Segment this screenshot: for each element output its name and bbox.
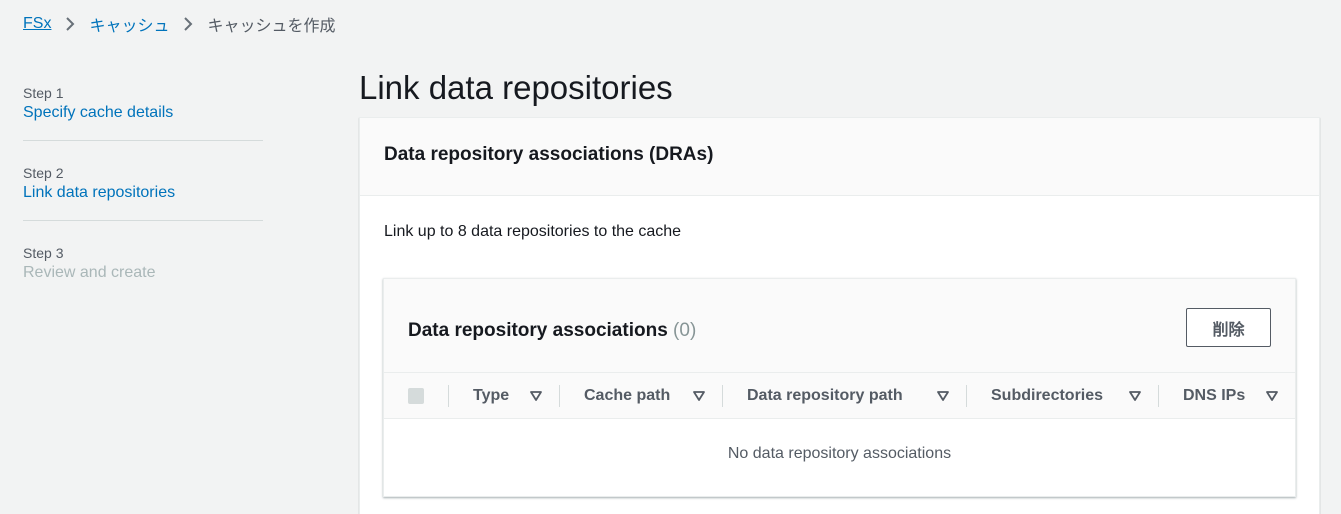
sort-caret-down-icon[interactable]: [937, 390, 949, 402]
column-label: Cache path: [584, 387, 671, 404]
chevron-right-icon: [183, 16, 193, 32]
container-header: Data repository associations (DRAs): [360, 118, 1319, 196]
column-header-data-repository-path[interactable]: Data repository path: [747, 373, 903, 419]
table-count: (0): [673, 320, 697, 341]
container-title: Data repository associations (DRAs): [384, 144, 714, 165]
dra-table: Data repository associations (0) 削除 Type…: [383, 278, 1296, 497]
table-title: Data repository associations (0): [408, 320, 696, 342]
table-title-text: Data repository associations: [408, 320, 668, 341]
column-label: DNS IPs: [1183, 387, 1246, 404]
breadcrumb: FSx キャッシュ キャッシュを作成: [23, 12, 335, 36]
select-all-checkbox[interactable]: [408, 388, 424, 404]
column-divider: [448, 385, 449, 407]
delete-button[interactable]: 削除: [1186, 308, 1271, 347]
breadcrumb-fsx-link[interactable]: FSx: [23, 15, 52, 32]
step-3-label: Review and create: [23, 264, 156, 281]
wizard-step-2: Step 2 Link data repositories: [23, 164, 263, 221]
table-column-headers: Type Cache path Data repository path Sub…: [384, 372, 1295, 419]
chevron-right-icon: [65, 16, 75, 32]
sort-caret-down-icon[interactable]: [530, 390, 542, 402]
step-number: Step 1: [23, 85, 64, 101]
column-label: Data repository path: [747, 387, 903, 404]
sort-caret-down-icon[interactable]: [1129, 390, 1141, 402]
sort-caret-down-icon[interactable]: [1266, 390, 1278, 402]
breadcrumb-cache-link[interactable]: キャッシュ: [89, 18, 170, 35]
column-divider: [966, 385, 967, 407]
step-number: Step 2: [23, 165, 64, 181]
wizard-step-1: Step 1 Specify cache details: [23, 84, 263, 141]
container-description: Link up to 8 data repositories to the ca…: [384, 223, 682, 240]
page-title: Link data repositories: [359, 69, 673, 106]
wizard-step-3: Step 3 Review and create: [23, 244, 263, 300]
column-header-subdirectories[interactable]: Subdirectories: [991, 373, 1103, 419]
table-empty-message: No data repository associations: [727, 445, 952, 462]
column-header-type[interactable]: Type: [473, 373, 509, 419]
column-header-dns-ips[interactable]: DNS IPs: [1183, 373, 1245, 419]
column-divider: [559, 385, 560, 407]
column-header-cache-path[interactable]: Cache path: [584, 373, 670, 419]
step-2-link[interactable]: Link data repositories: [23, 184, 176, 201]
dra-container: Data repository associations (DRAs) Link…: [359, 117, 1320, 514]
wizard-steps: Step 1 Specify cache details Step 2 Link…: [23, 84, 263, 323]
column-label: Type: [473, 387, 510, 404]
column-divider: [1158, 385, 1159, 407]
step-number: Step 3: [23, 245, 64, 261]
sort-caret-down-icon[interactable]: [693, 390, 705, 402]
step-1-link[interactable]: Specify cache details: [23, 104, 174, 121]
table-header: Data repository associations (0) 削除: [384, 279, 1295, 372]
column-divider: [722, 385, 723, 407]
breadcrumb-current: キャッシュを作成: [207, 18, 336, 35]
column-label: Subdirectories: [991, 387, 1104, 404]
